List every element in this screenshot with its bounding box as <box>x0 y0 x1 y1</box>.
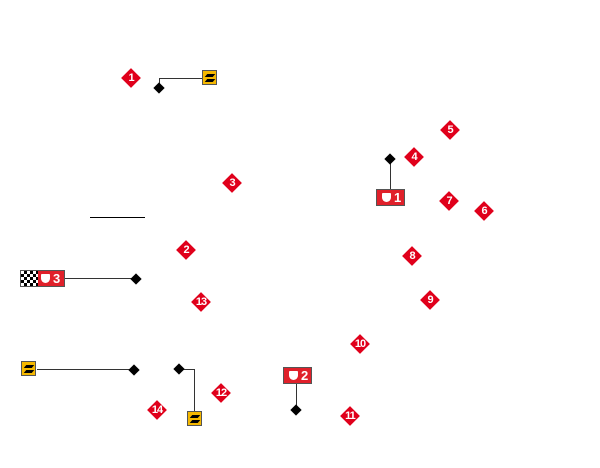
corner-marker-1: 1 <box>121 68 141 88</box>
corner-number: 3 <box>229 177 235 189</box>
marker-point <box>128 364 140 376</box>
connector-line <box>37 369 134 370</box>
corner-number: 9 <box>427 294 433 306</box>
checkered-flag-icon <box>21 271 38 286</box>
corner-marker-13: 13 <box>191 292 211 312</box>
marker-point <box>173 363 185 375</box>
corner-number: 14 <box>151 404 163 416</box>
corner-number: 7 <box>446 195 452 207</box>
drs-label: 3 <box>53 271 61 286</box>
corner-marker-12: 12 <box>211 383 231 403</box>
sector-icon <box>187 411 202 426</box>
corner-marker-11: 11 <box>340 406 360 426</box>
corner-marker-8: 8 <box>402 246 422 266</box>
corner-marker-3: 3 <box>222 173 242 193</box>
corner-number: 10 <box>354 338 366 350</box>
corner-number: 4 <box>411 151 417 163</box>
drs-icon <box>382 193 391 202</box>
connector-line <box>390 159 391 189</box>
corner-number: 6 <box>481 205 487 217</box>
marker-point <box>290 404 302 416</box>
start-finish-line <box>90 217 145 218</box>
drs-icon <box>41 274 50 283</box>
drs-zone-1-badge: 1 <box>376 189 405 206</box>
corner-number: 2 <box>183 244 189 256</box>
corner-marker-10: 10 <box>350 334 370 354</box>
corner-number: 5 <box>447 124 453 136</box>
drs-zone-2-badge: 2 <box>283 367 312 384</box>
connector-line <box>64 278 136 279</box>
marker-point <box>130 273 142 285</box>
connector-line <box>296 383 297 410</box>
corner-number: 13 <box>195 296 207 308</box>
drs-zone-3-badge: 3 <box>20 270 65 287</box>
corner-number: 11 <box>345 410 356 422</box>
corner-marker-9: 9 <box>420 290 440 310</box>
corner-number: 1 <box>128 72 134 84</box>
corner-marker-2: 2 <box>176 240 196 260</box>
drs-label: 2 <box>301 368 309 383</box>
drs-icon <box>289 371 298 380</box>
corner-marker-6: 6 <box>474 201 494 221</box>
corner-number: 12 <box>215 387 227 399</box>
corner-marker-5: 5 <box>440 120 460 140</box>
corner-marker-14: 14 <box>147 400 167 420</box>
connector-line <box>194 369 195 411</box>
connector-line <box>179 369 195 370</box>
corner-number: 8 <box>409 250 415 262</box>
marker-point <box>153 82 165 94</box>
corner-marker-4: 4 <box>404 147 424 167</box>
drs-label: 1 <box>394 190 402 205</box>
sector-icon <box>202 70 217 85</box>
marker-point <box>384 153 396 165</box>
sector-icon <box>21 361 36 376</box>
connector-line <box>159 78 203 79</box>
corner-marker-7: 7 <box>439 191 459 211</box>
